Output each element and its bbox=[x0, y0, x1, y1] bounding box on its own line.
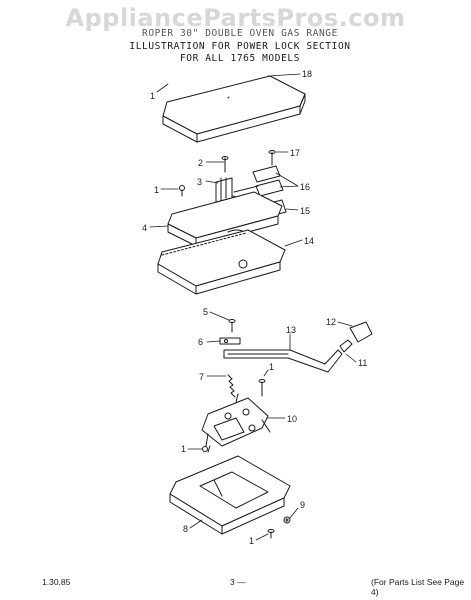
callout-17: 17 bbox=[290, 148, 300, 158]
footer-date: 1.30.85 bbox=[42, 577, 71, 587]
callout-3: 3 bbox=[197, 177, 202, 187]
callout-15: 15 bbox=[300, 206, 310, 216]
callout-1c: 1 bbox=[269, 362, 274, 372]
part-latch-assembly bbox=[201, 374, 271, 453]
callout-10: 10 bbox=[287, 414, 297, 424]
callout-1d: 1 bbox=[181, 444, 186, 454]
callout-14: 14 bbox=[304, 236, 314, 246]
part-insulation-pad bbox=[157, 229, 286, 295]
callout-18: 18 bbox=[302, 69, 312, 79]
part-lock-rod bbox=[223, 321, 373, 373]
footer-parts-list-note: (For Parts List See Page 4) bbox=[371, 577, 465, 597]
callout-11: 11 bbox=[358, 358, 367, 368]
callout-13: 13 bbox=[286, 325, 296, 335]
callout-labels: 1 18 2 17 3 16 1 15 4 14 5 13 12 6 11 7 … bbox=[142, 69, 367, 546]
callout-12: 12 bbox=[326, 317, 336, 327]
diagram-title-line-2: ILLUSTRATION FOR POWER LOCK SECTION bbox=[129, 41, 351, 52]
part-top-cover bbox=[162, 75, 306, 143]
callout-leader-lines bbox=[149, 73, 357, 541]
footer-page-number: 3 — bbox=[230, 577, 246, 587]
part-lower-box bbox=[169, 455, 291, 535]
callout-6: 6 bbox=[198, 337, 203, 347]
callout-1b: 1 bbox=[154, 185, 159, 195]
callout-5: 5 bbox=[203, 307, 208, 317]
part-bracket bbox=[219, 319, 241, 345]
diagram-title-line-1: ROPER 30" DOUBLE OVEN GAS RANGE bbox=[142, 28, 338, 39]
part-washer bbox=[267, 516, 291, 539]
callout-9: 9 bbox=[300, 500, 305, 510]
callout-2: 2 bbox=[198, 158, 203, 168]
part-screw-2 bbox=[221, 156, 229, 173]
diagram-title-line-3: FOR ALL 1765 MODELS bbox=[179, 53, 301, 64]
callout-1e: 1 bbox=[249, 536, 254, 546]
callout-8: 8 bbox=[183, 524, 188, 534]
callout-7: 7 bbox=[199, 372, 204, 382]
watermark-text: AppliancePartsPros.com bbox=[65, 4, 406, 32]
callout-4: 4 bbox=[142, 223, 147, 233]
callout-16: 16 bbox=[300, 182, 310, 192]
callout-1a: 1 bbox=[150, 91, 155, 101]
